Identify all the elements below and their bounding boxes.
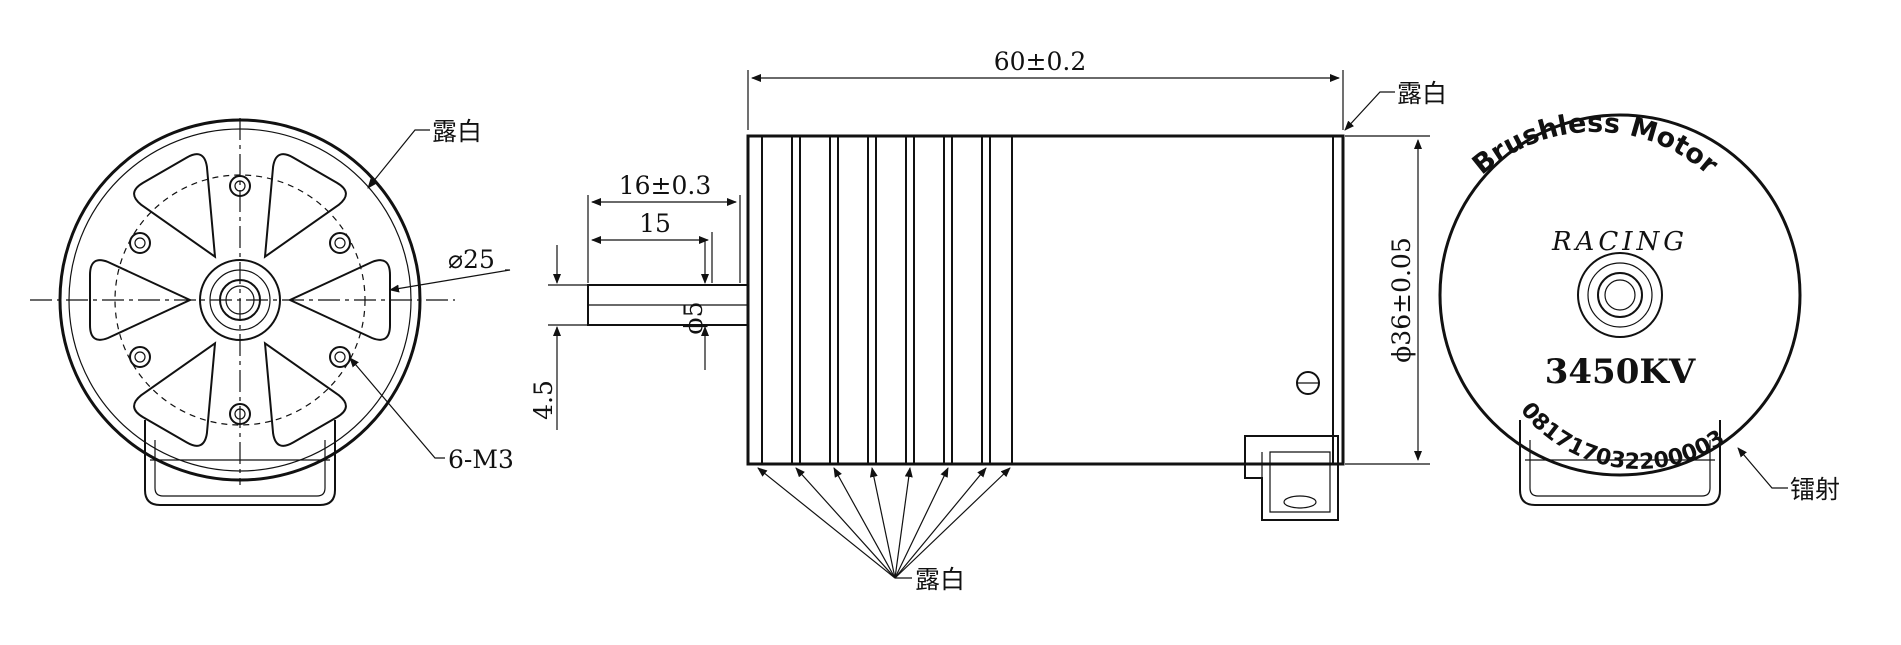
side-screw	[1296, 371, 1320, 395]
side-body	[746, 134, 1345, 466]
end-hub	[1577, 252, 1663, 338]
side-connector	[1244, 435, 1339, 521]
end-view: Brushless Motor RACING 3450KV 0817170322…	[1438, 108, 1840, 506]
dim-length-label: 60±0.2	[994, 47, 1087, 76]
front-holes-label: 6-M3	[448, 445, 514, 474]
side-exposed-top-label: 露白	[1397, 79, 1447, 108]
side-exposed-bottom-label: 露白	[915, 565, 965, 594]
side-fins	[761, 136, 1013, 464]
dim-shaft-dia-label: ϕ5	[679, 302, 708, 335]
side-view: 60±0.2 16±0.3 15 ϕ5 4.5 ϕ36±0.05 露白	[529, 47, 1447, 594]
front-pcd-leader	[389, 269, 511, 293]
front-cutouts	[89, 153, 391, 447]
front-exposed-leader	[367, 129, 430, 189]
dim-shaft-inner-label: 15	[639, 209, 671, 238]
end-connector-bracket	[1519, 420, 1721, 506]
end-outer-rim	[1438, 113, 1802, 477]
front-exposed-label: 露白	[432, 117, 482, 146]
front-view: 露白 ⌀25 6-M3	[30, 117, 514, 506]
side-exposed-bottom-leaders	[757, 467, 1011, 579]
end-brand-text: Brushless Motor	[1467, 108, 1724, 181]
end-kv-text: 3450KV	[1545, 352, 1696, 392]
front-holes-leader	[349, 357, 445, 459]
end-serial-text: 081717032200003	[1515, 398, 1729, 475]
dim-shaft-flat-label: 4.5	[529, 380, 558, 420]
end-laser-label: 镭射	[1790, 475, 1840, 504]
front-m3-holes	[129, 175, 351, 425]
end-script-text: RACING	[1551, 227, 1688, 257]
end-laser-leader	[1737, 447, 1788, 489]
side-exposed-top-leader	[1344, 91, 1395, 131]
front-connector-bracket	[144, 420, 336, 506]
front-hub	[199, 259, 281, 341]
dim-shaft-total-label: 16±0.3	[619, 171, 712, 200]
front-pcd-label: ⌀25	[448, 245, 495, 274]
dim-body-dia-label: ϕ36±0.05	[1387, 237, 1416, 362]
